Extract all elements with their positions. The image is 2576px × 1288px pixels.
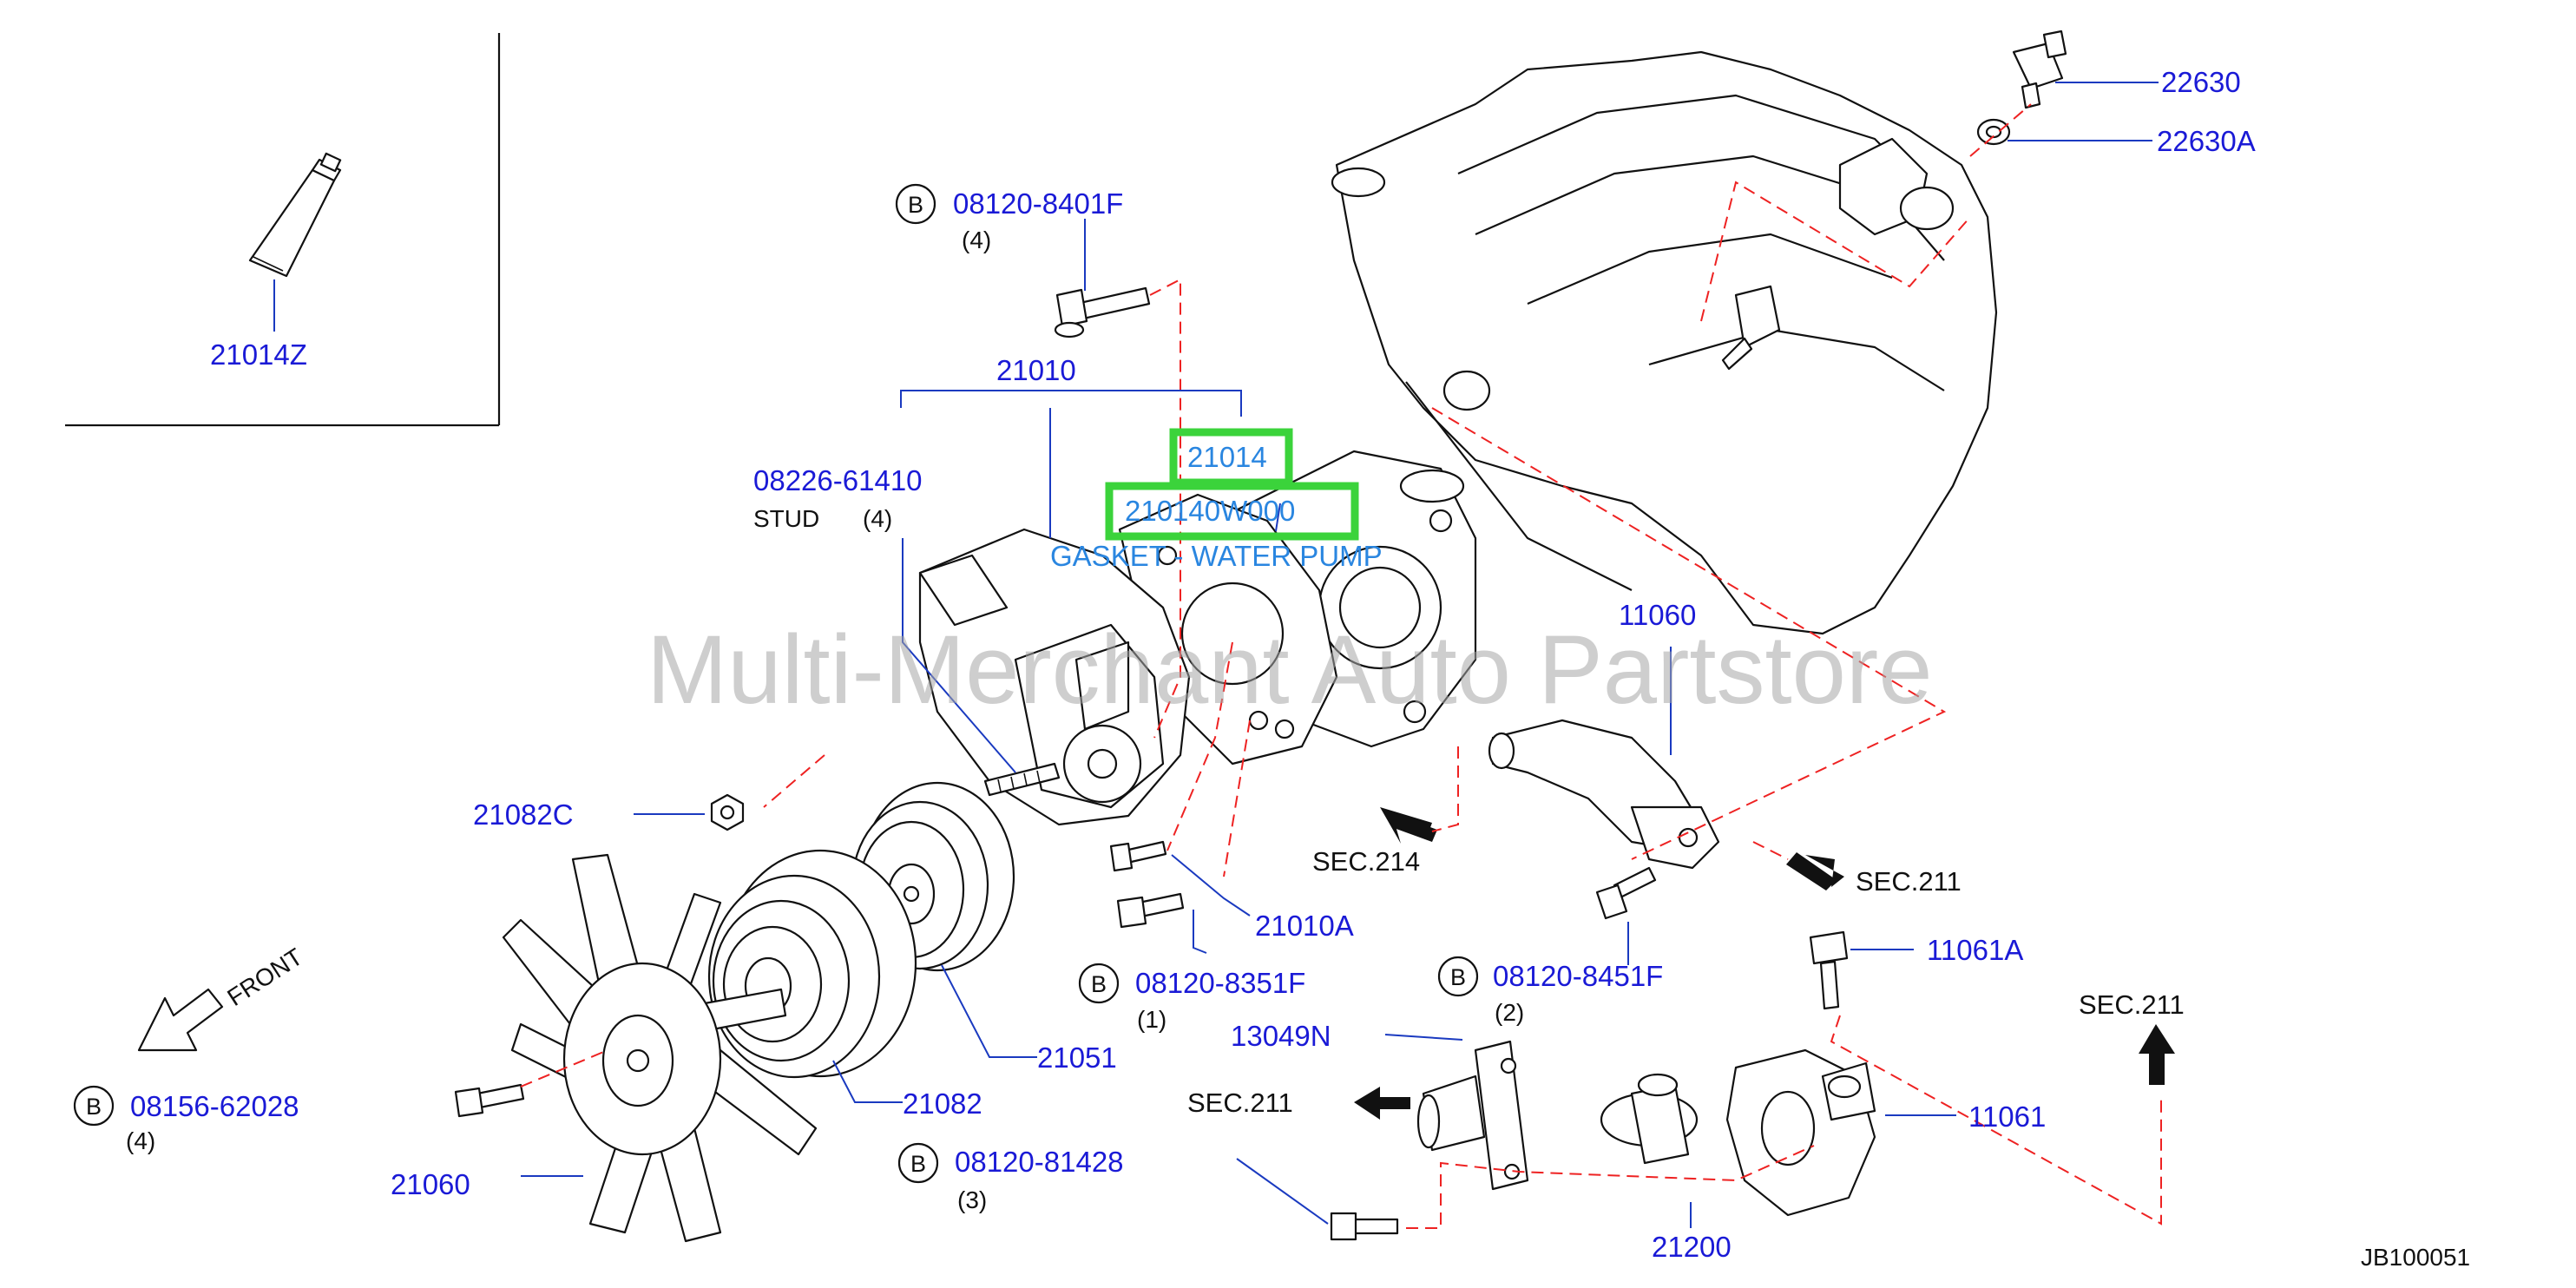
part-number-11061a: 11061A bbox=[1927, 934, 2023, 966]
part-number-22630a: 22630A bbox=[2157, 125, 2256, 157]
bolt-11061a-drawing bbox=[1809, 930, 1849, 1010]
bolt-21010a-drawing bbox=[1109, 840, 1167, 872]
part-number-11060: 11060 bbox=[1619, 599, 1696, 631]
part-number-210140w000: 210140W000 bbox=[1125, 495, 1295, 527]
badge-b-4: B bbox=[73, 1085, 115, 1127]
qty-08226-61410: (4) bbox=[863, 505, 892, 532]
highlight-210140w000 bbox=[1105, 482, 1359, 541]
diagram-code: JB100051 bbox=[2361, 1244, 2470, 1271]
thermostat-cover-drawing bbox=[1416, 1040, 1529, 1191]
svg-text:B: B bbox=[910, 1151, 926, 1177]
arrow-sec211-left-icon bbox=[1354, 1087, 1410, 1120]
arrow-sec211-right-icon bbox=[1786, 852, 1844, 890]
part-number-21051: 21051 bbox=[1037, 1042, 1117, 1074]
part-number-13049n: 13049N bbox=[1231, 1020, 1331, 1052]
leader-lines bbox=[521, 82, 2159, 1228]
part-number-21060: 21060 bbox=[391, 1168, 470, 1200]
part-number-21014: 21014 bbox=[1187, 441, 1267, 473]
svg-text:B: B bbox=[908, 192, 923, 218]
section-ref-sec211-left: SEC.211 bbox=[1187, 1088, 1293, 1118]
part-number-11061: 11061 bbox=[1968, 1101, 2046, 1133]
qty-08120-8351f: (1) bbox=[1137, 1006, 1166, 1033]
bolt-81428-drawing bbox=[1330, 1212, 1399, 1241]
water-outlet-drawing bbox=[1488, 719, 1720, 870]
part-number-08156-62028: 08156-62028 bbox=[130, 1090, 299, 1122]
sealant-tube-drawing bbox=[248, 152, 342, 278]
watermark: Multi-Merchant Auto Partstore bbox=[647, 615, 1932, 724]
part-number-21200: 21200 bbox=[1652, 1231, 1732, 1263]
part-name-gasket-water-pump: GASKET - WATER PUMP bbox=[1050, 540, 1383, 572]
stud-drawing bbox=[983, 762, 1061, 797]
section-ref-sec211-up: SEC.211 bbox=[2079, 989, 2185, 1020]
engine-block-drawing bbox=[1331, 50, 1998, 635]
bolt-top-drawing bbox=[1054, 286, 1151, 338]
fan-bolt-drawing bbox=[454, 1083, 525, 1118]
badge-b-3: B bbox=[1437, 956, 1479, 997]
qty-08120-8451f: (2) bbox=[1495, 999, 1524, 1026]
part-number-21082c: 21082C bbox=[473, 798, 574, 831]
front-arrow-icon bbox=[137, 988, 224, 1052]
water-pump-drawing bbox=[918, 528, 1269, 826]
part-number-22630: 22630 bbox=[2161, 66, 2241, 98]
arrow-sec211-up-icon bbox=[2139, 1024, 2175, 1085]
nut-drawing bbox=[710, 793, 745, 831]
part-number-08120-8401f: 08120-8401F bbox=[953, 187, 1123, 220]
part-number-08120-81428: 08120-81428 bbox=[955, 1146, 1124, 1178]
part-number-08120-8451f: 08120-8451F bbox=[1493, 960, 1663, 992]
section-ref-sec211-right: SEC.211 bbox=[1856, 866, 1962, 897]
fan-clutch-drawing bbox=[707, 849, 917, 1079]
qty-08156-62028: (4) bbox=[126, 1127, 155, 1154]
part-number-21010: 21010 bbox=[996, 354, 1076, 386]
badge-b-2: B bbox=[1078, 963, 1120, 1004]
qty-08120-8401f: (4) bbox=[962, 227, 991, 253]
inset-box: 21014Z bbox=[65, 33, 501, 427]
part-number-21082: 21082 bbox=[903, 1088, 982, 1120]
part-number-21010a: 21010A bbox=[1255, 910, 1354, 942]
fan-drawing bbox=[502, 853, 818, 1243]
badge-b-5: B bbox=[897, 1142, 939, 1184]
assembly-dash-lines bbox=[520, 103, 2162, 1229]
bolt-8351f-drawing bbox=[1116, 892, 1185, 929]
thermostat-drawing bbox=[1600, 1073, 1699, 1165]
sensor-drawing bbox=[1976, 30, 2067, 146]
part-number-08120-8351f: 08120-8351F bbox=[1135, 967, 1305, 999]
svg-text:B: B bbox=[1091, 971, 1107, 997]
svg-text:B: B bbox=[1450, 964, 1466, 990]
part-number-21014z: 21014Z bbox=[210, 338, 307, 371]
section-ref-sec214: SEC.214 bbox=[1312, 846, 1420, 877]
part-name-stud: STUD bbox=[753, 505, 819, 532]
bolt-8451f-drawing bbox=[1595, 866, 1657, 920]
qty-08120-81428: (3) bbox=[957, 1186, 987, 1213]
svg-text:B: B bbox=[86, 1094, 102, 1120]
thermostat-housing-drawing bbox=[1725, 1048, 1876, 1217]
part-number-08226-61410: 08226-61410 bbox=[753, 464, 923, 496]
badge-b-1: B bbox=[895, 183, 936, 225]
arrow-sec214-icon bbox=[1380, 807, 1437, 844]
front-label: FRONT bbox=[222, 943, 307, 1012]
